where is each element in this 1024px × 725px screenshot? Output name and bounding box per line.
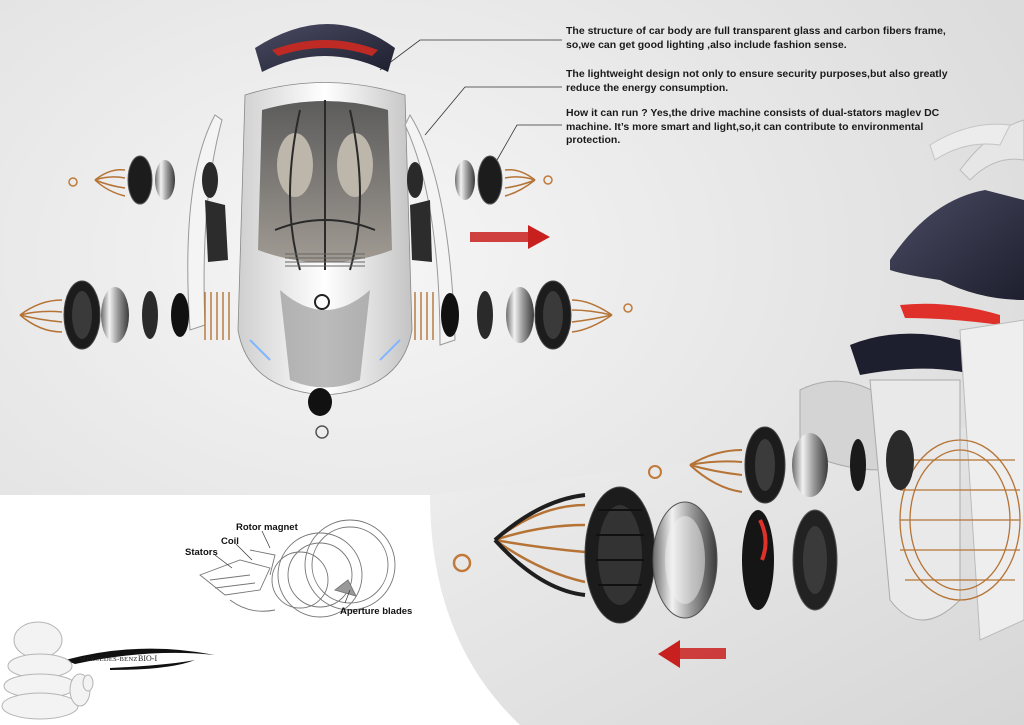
diagram-label-aperture-blades: Aperture blades (340, 606, 413, 617)
wheel-assembly-rear-right (441, 280, 633, 350)
maglev-motor-diagram (199, 519, 396, 618)
michelin-mascot-icon (1, 621, 94, 720)
brand-maker-text: MERCEDES-BENZ (80, 656, 138, 663)
diagram-leader-lines (214, 530, 351, 604)
wheel-assembly-front-right (407, 155, 553, 205)
car-side-exploded-view (799, 119, 1024, 641)
diagram-label-rotor-magnet: Rotor magnet (236, 522, 298, 533)
wheel-assembly-rear-left (19, 280, 189, 350)
red-arrow-right-icon (470, 225, 550, 249)
annotation-drive-machine: How it can run ? Yes,the drive machine c… (566, 107, 940, 146)
wheel-assembly-front-left (68, 155, 218, 205)
annotation-glass-structure: The structure of car body are full trans… (566, 25, 946, 51)
car-silhouette-logo-icon (65, 648, 215, 670)
annotation-lightweight-design: The lightweight design not only to ensur… (566, 68, 948, 94)
brand-model-text: BIO-I (138, 654, 158, 663)
car-top-view (187, 24, 456, 439)
diagram-label-coil: Coil (221, 536, 239, 547)
leader-lines (379, 39, 562, 161)
exploded-wheel-row-upper (648, 426, 914, 504)
diagram-label-stators: Stators (185, 547, 218, 558)
red-arrow-left-icon (658, 640, 726, 668)
exploded-wheel-row-lower (452, 486, 838, 624)
